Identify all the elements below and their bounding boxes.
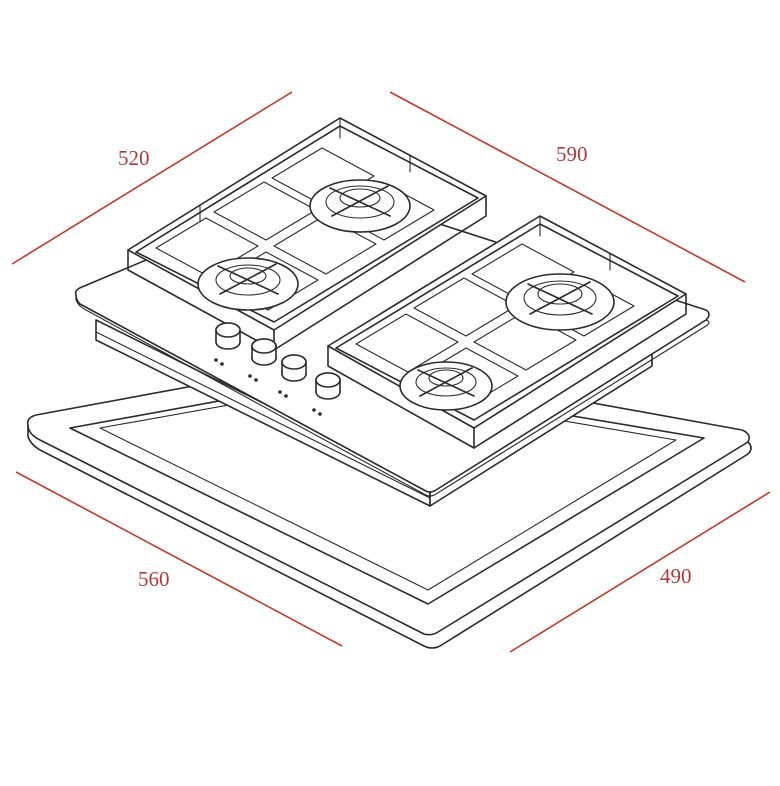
- control-knob-3: [278, 354, 307, 398]
- burner-rear-right: [505, 273, 615, 331]
- dim-line-590: [389, 91, 746, 283]
- dim-line-520: [11, 91, 293, 265]
- control-knob-2: [248, 338, 277, 382]
- dim-label-590: 590: [556, 142, 588, 166]
- dim-label-490: 490: [660, 564, 692, 588]
- burner-front-right: [399, 361, 493, 411]
- dim-line-560: [15, 471, 343, 647]
- burner-rear-left: [309, 179, 411, 233]
- control-knob-4: [312, 372, 341, 416]
- dim-label-520: 520: [118, 146, 150, 170]
- control-knob-1: [214, 322, 241, 366]
- dim-line-490: [509, 491, 771, 653]
- dim-label-560: 560: [138, 567, 170, 591]
- burner-front-left: [197, 257, 299, 311]
